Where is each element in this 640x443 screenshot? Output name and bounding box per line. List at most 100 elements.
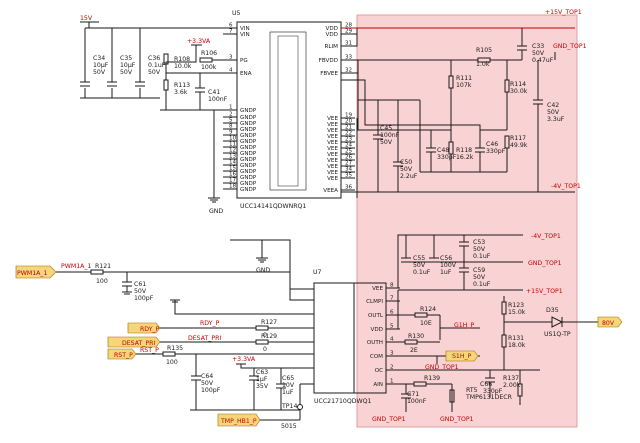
pin-name: GNDP <box>240 151 257 157</box>
svg-text:PWM1A_1: PWM1A_1 <box>17 270 47 277</box>
net-g1h: G1H_P <box>454 322 474 329</box>
svg-text:18.0k: 18.0k <box>508 342 526 349</box>
pin-number: 24 <box>345 143 353 149</box>
svg-text:50V: 50V <box>380 139 393 146</box>
svg-text:15.0k: 15.0k <box>508 309 526 316</box>
svg-text:C35: C35 <box>120 55 132 62</box>
svg-text:C65: C65 <box>282 375 294 382</box>
pin-number: 4 <box>229 68 233 74</box>
pin-name: GNDP <box>240 133 257 139</box>
pin-name: VEE <box>327 146 338 152</box>
svg-text:0.47uF: 0.47uF <box>532 57 554 64</box>
svg-text:35V: 35V <box>256 383 269 390</box>
out-80v-port[interactable] <box>597 316 623 328</box>
pin-number: 8 <box>229 124 233 130</box>
pin-number: 33 <box>345 55 353 61</box>
svg-text:80V: 80V <box>602 320 615 327</box>
pin-number: 1 <box>390 379 394 385</box>
svg-text:100pF: 100pF <box>201 387 221 394</box>
pin-name: VEEA <box>323 188 338 194</box>
svg-text:DESAT_PRI: DESAT_PRI <box>122 340 155 347</box>
svg-text:R108: R108 <box>174 56 190 63</box>
svg-text:C46: C46 <box>486 141 498 148</box>
tmp-port[interactable] <box>217 413 261 427</box>
pin-number: 14 <box>229 160 237 166</box>
svg-text:10µF: 10µF <box>93 62 109 69</box>
u7-ref: U7 <box>313 269 322 276</box>
pin-name: GNDP <box>240 145 257 151</box>
pin-number: 10 <box>229 136 237 142</box>
s1h-port[interactable] <box>445 350 479 362</box>
pin-number: 12 <box>229 148 236 154</box>
svg-text:330pF: 330pF <box>437 154 457 161</box>
pin-number: 1 <box>229 105 233 111</box>
pin-number: 5 <box>229 118 233 124</box>
pin-name: FBVDD <box>319 58 338 64</box>
pin-name: GNDP <box>240 115 257 121</box>
pin-number: 26 <box>345 155 353 161</box>
pin-number: 35 <box>345 173 353 179</box>
svg-text:R131: R131 <box>508 335 524 342</box>
svg-text:50V: 50V <box>201 380 214 387</box>
pin-name: GNDP <box>240 121 257 127</box>
pin-number: 31 <box>345 41 353 47</box>
pin-number: 7 <box>390 296 394 302</box>
net-gnd-top-c: GND_TOP1 <box>425 364 459 371</box>
pin-number: 29 <box>345 29 353 35</box>
pin-name: GNDP <box>240 157 257 163</box>
svg-text:1uF: 1uF <box>440 269 452 276</box>
tp14-testpoint[interactable] <box>297 404 303 410</box>
svg-text:100nF: 100nF <box>208 96 228 103</box>
svg-text:RST_P: RST_P <box>114 352 133 359</box>
svg-text:2E: 2E <box>410 347 418 354</box>
pin-name: VEE <box>327 158 338 164</box>
svg-text:GND: GND <box>209 208 223 215</box>
svg-text:50V: 50V <box>532 50 545 57</box>
pin-name: RLIM <box>325 44 339 50</box>
svg-text:C56: C56 <box>440 255 452 262</box>
pin-number: 8 <box>390 283 394 289</box>
pin-name: FBVEE <box>320 71 338 77</box>
pin-number: 21 <box>345 125 353 131</box>
svg-text:10E: 10E <box>420 320 432 327</box>
pin-name: OUTH <box>367 340 383 346</box>
pin-number: 4 <box>390 337 394 343</box>
pin-name: VIN <box>240 26 250 32</box>
pin-number: 16 <box>229 172 237 178</box>
svg-text:RT5: RT5 <box>466 387 478 394</box>
svg-text:C64: C64 <box>201 373 213 380</box>
svg-text:TMP_HB1_P: TMP_HB1_P <box>220 418 257 425</box>
gnd-label-2: GND <box>256 267 270 274</box>
net-p15-top-b: +15V_TOP1 <box>526 288 563 295</box>
svg-text:50V: 50V <box>134 288 147 295</box>
svg-text:0.1uF: 0.1uF <box>473 253 491 260</box>
net-m4-top-b: -4V_TOP1 <box>531 233 561 240</box>
pwm-port[interactable] <box>15 265 57 279</box>
net-gnd-top-d: GND_TOP1 <box>372 416 406 423</box>
svg-text:R129: R129 <box>261 333 277 340</box>
svg-text:C53: C53 <box>473 239 485 246</box>
net-m4-top: -4V_TOP1 <box>551 183 581 190</box>
svg-text:1uF: 1uF <box>282 389 294 396</box>
svg-text:D35: D35 <box>546 307 559 314</box>
pin-name: COM <box>370 354 383 360</box>
net-rdy: RDY_P <box>200 320 220 327</box>
svg-text:TMP6131DECR: TMP6131DECR <box>465 394 513 401</box>
rst-port[interactable] <box>107 348 137 360</box>
tp14-val: 5015 <box>281 423 297 430</box>
svg-text:R113: R113 <box>174 82 190 89</box>
desat-port[interactable] <box>107 336 161 348</box>
svg-text:C34: C34 <box>93 55 105 62</box>
svg-text:R124: R124 <box>420 306 436 313</box>
rdy-port[interactable] <box>127 322 161 334</box>
svg-text:50V: 50V <box>413 262 426 269</box>
pin-number: 25 <box>345 149 353 155</box>
pin-name: OUTL <box>368 313 384 319</box>
